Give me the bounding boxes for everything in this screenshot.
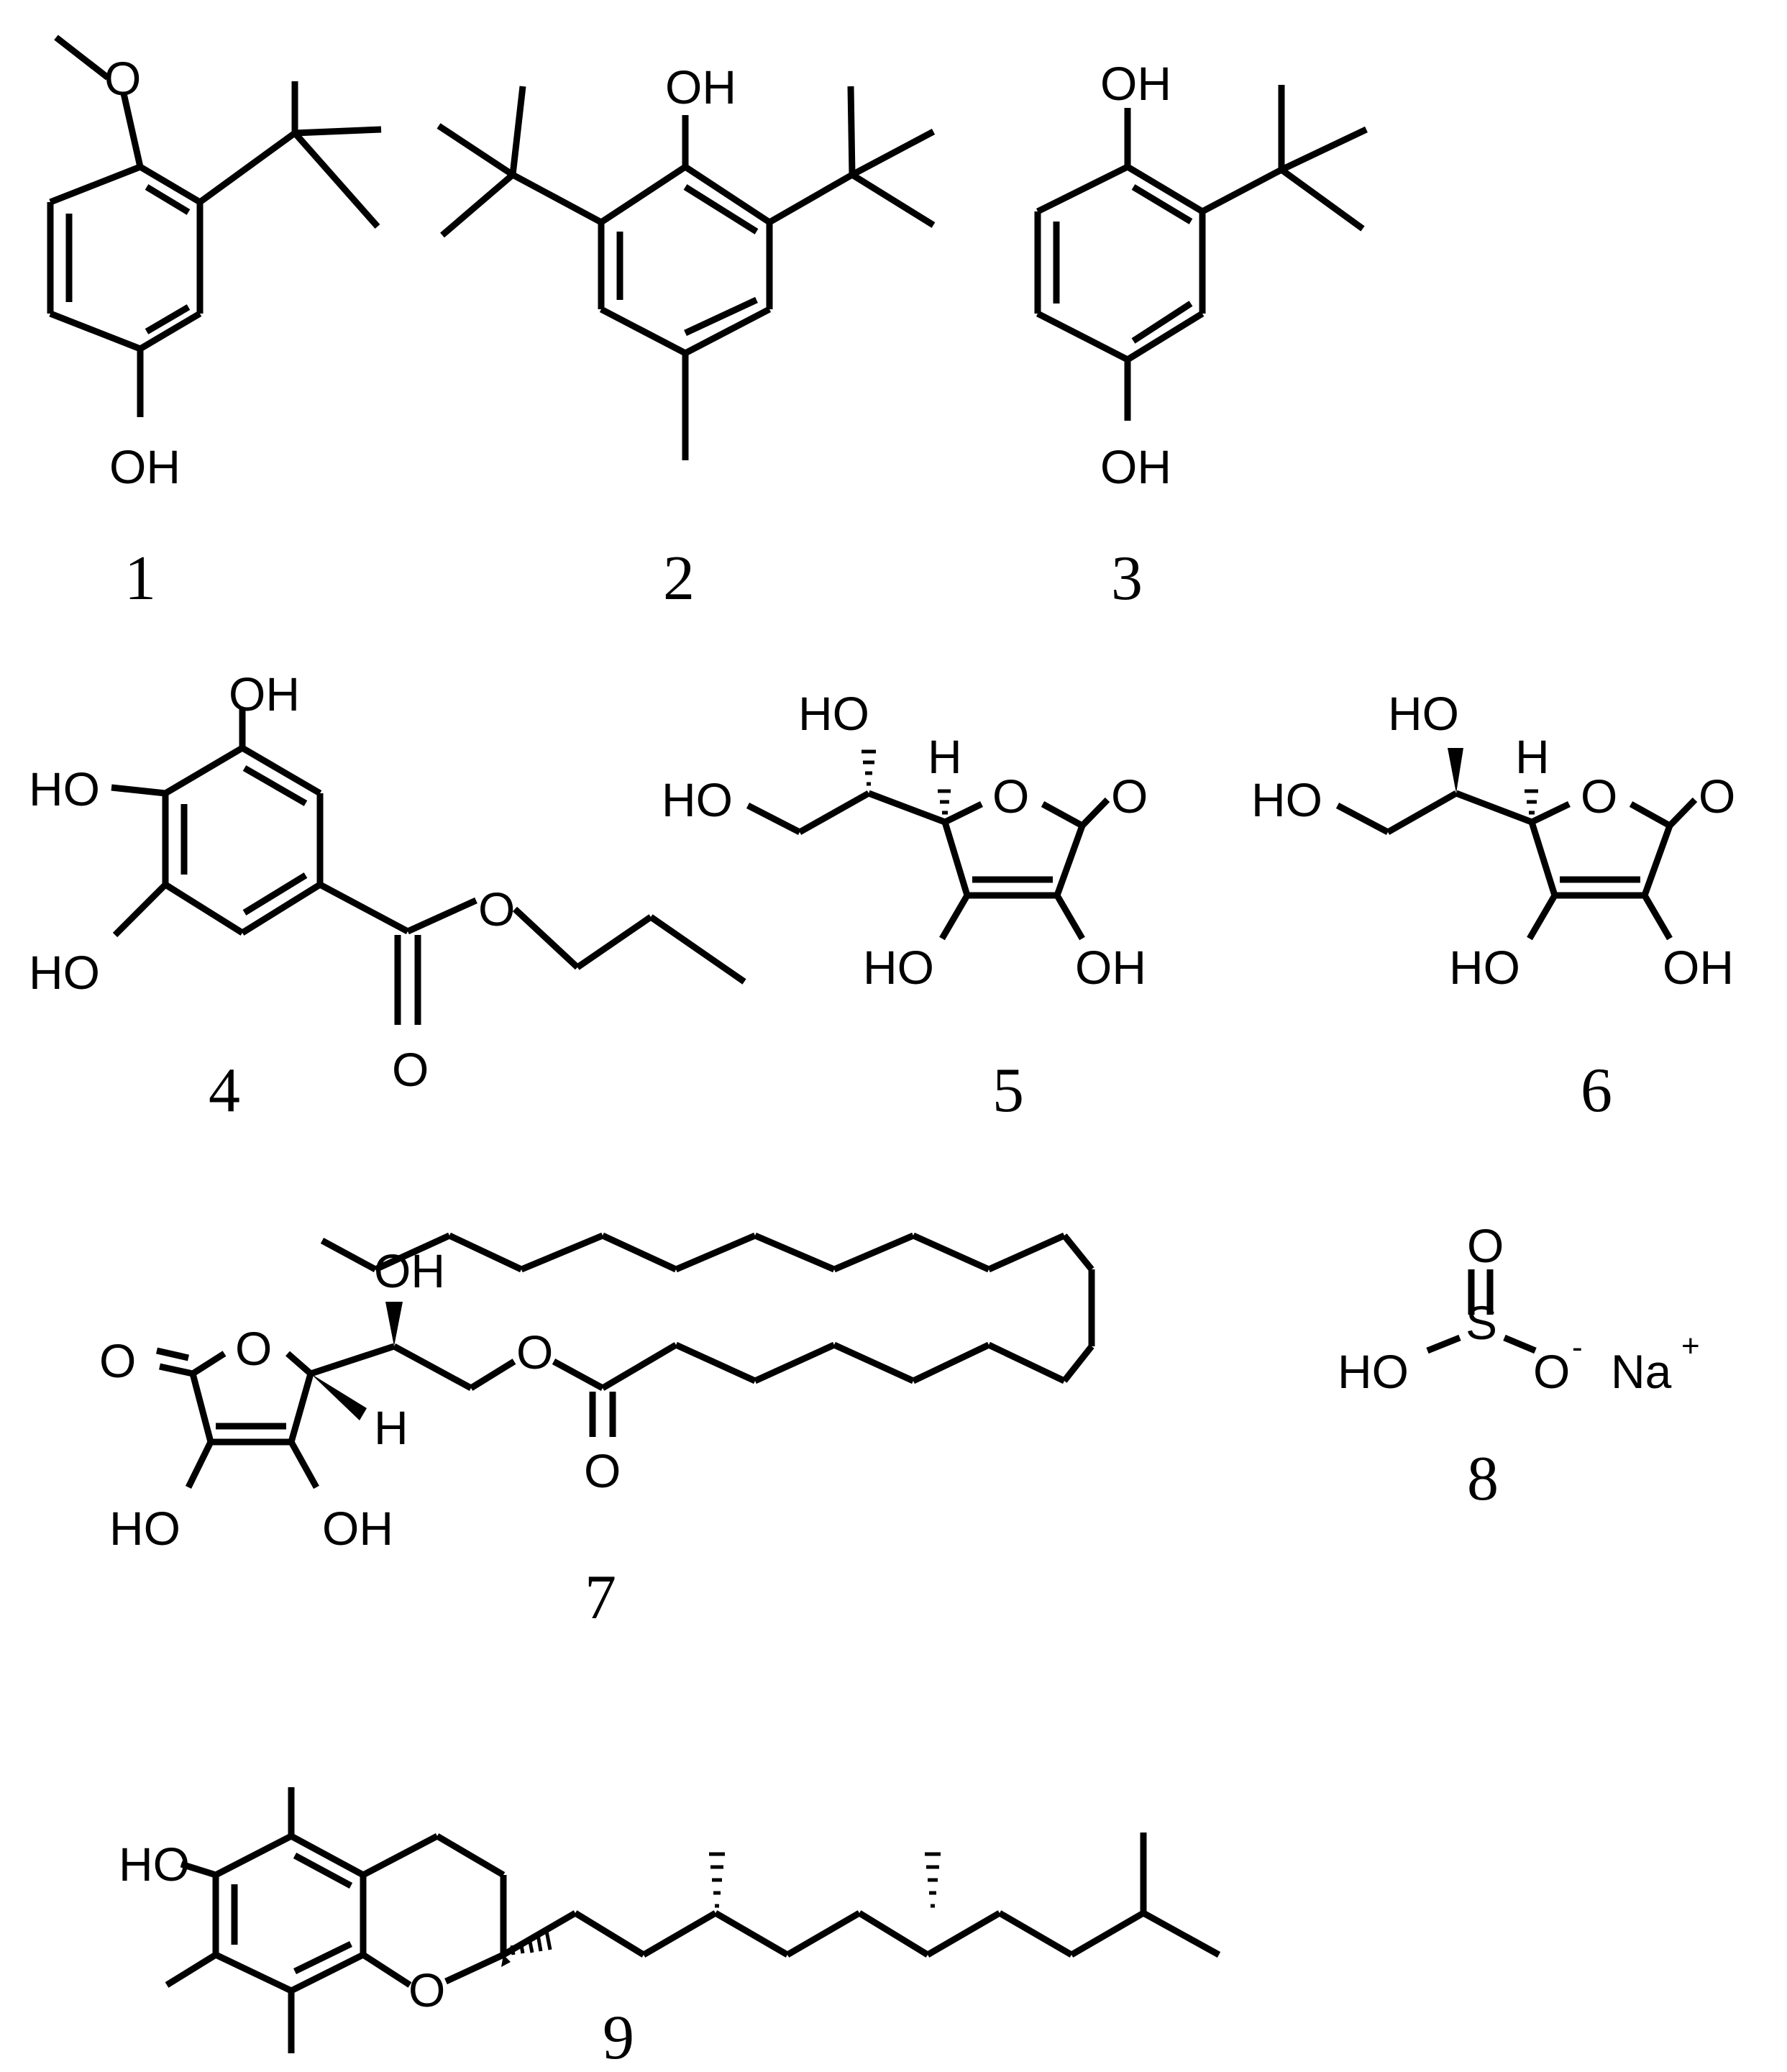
compound-5-ring-o-label: O — [992, 770, 1029, 823]
compound-6-left-ho-label: HO — [1251, 773, 1322, 826]
compound-6-number: 6 — [1581, 1056, 1612, 1126]
compound-7: OH O O H O O HO OH 7 — [99, 1232, 1095, 1633]
compound-7-h-label: H — [374, 1401, 408, 1454]
compound-5-carbonyl-o-label: O — [1111, 770, 1148, 823]
compound-4: OH HO HO O O 4 — [29, 667, 746, 1126]
compound-3: OH OH 3 — [1034, 57, 1368, 613]
compound-7-number: 7 — [585, 1563, 616, 1633]
compound-6-bottom-oh-label: OH — [1663, 941, 1734, 994]
compound-4-number: 4 — [209, 1056, 240, 1126]
compound-1-number: 1 — [124, 544, 156, 613]
compound-5: HO H HO O O HO OH 5 — [662, 687, 1148, 1126]
compound-5-left-ho-label: HO — [662, 773, 733, 826]
compound-4-ester-o-label: O — [478, 882, 515, 936]
compound-8-ho-label: HO — [1338, 1345, 1409, 1398]
compound-7-ring-o-label: O — [235, 1322, 272, 1375]
compound-7-left-carbonyl-o-label: O — [99, 1334, 136, 1387]
compound-1-oh-label: OH — [109, 440, 180, 493]
compound-5-number: 5 — [992, 1056, 1024, 1126]
compound-8-top-o-label: O — [1467, 1219, 1504, 1272]
compound-3-bottom-oh-label: OH — [1100, 440, 1171, 493]
compound-5-bottom-ho-label: HO — [863, 941, 934, 994]
compound-3-top-oh-label: OH — [1100, 57, 1171, 110]
compound-4-carbonyl-o-label: O — [392, 1043, 429, 1096]
compound-4-mid-ho-label: HO — [29, 762, 100, 816]
compound-7-ester-o-label: O — [516, 1325, 553, 1379]
compound-5-h-label: H — [928, 730, 962, 783]
compound-8-number: 8 — [1467, 1444, 1499, 1514]
compound-7-top-oh-label: OH — [374, 1244, 445, 1297]
compound-9-number: 9 — [603, 2003, 634, 2072]
compound-8-minus-charge: - — [1572, 1330, 1583, 1365]
compound-5-bottom-oh-label: OH — [1075, 941, 1146, 994]
compound-8: O S HO O - Na + 8 — [1338, 1219, 1700, 1514]
compound-7-bottom-oh-label: OH — [322, 1502, 393, 1555]
compound-1: O OH 1 — [47, 35, 382, 613]
compound-6-bottom-ho-label: HO — [1449, 941, 1520, 994]
compound-9: HO O 9 — [119, 1787, 1221, 2072]
compound-2-oh-label: OH — [665, 60, 736, 114]
compound-4-low-ho-label: HO — [29, 946, 100, 999]
compound-6-top-ho-label: HO — [1388, 687, 1459, 740]
compound-6-ring-o-label: O — [1581, 770, 1617, 823]
compound-9-ho-label: HO — [119, 1838, 190, 1891]
compound-2: OH 2 — [437, 60, 936, 613]
compound-2-number: 2 — [663, 544, 695, 613]
compound-6: HO H HO O O HO OH 6 — [1251, 687, 1735, 1126]
compound-7-bottom-ho-label: HO — [109, 1502, 180, 1555]
compound-8-plus-charge: + — [1681, 1328, 1700, 1364]
compound-3-number: 3 — [1111, 544, 1143, 613]
compound-8-s-label: S — [1466, 1296, 1497, 1349]
compound-5-top-ho-label: HO — [798, 687, 869, 740]
compound-6-carbonyl-o-label: O — [1699, 770, 1735, 823]
compound-7-carbonyl-o-label: O — [584, 1444, 621, 1497]
compound-1-methoxy-o-label: O — [104, 52, 141, 105]
compound-8-na-label: Na — [1611, 1345, 1672, 1398]
compound-9-ring-o-label: O — [408, 1963, 445, 2017]
compound-4-top-oh-label: OH — [229, 667, 300, 721]
compound-6-h-label: H — [1515, 730, 1550, 783]
compound-8-o-minus-label: O — [1533, 1345, 1570, 1398]
